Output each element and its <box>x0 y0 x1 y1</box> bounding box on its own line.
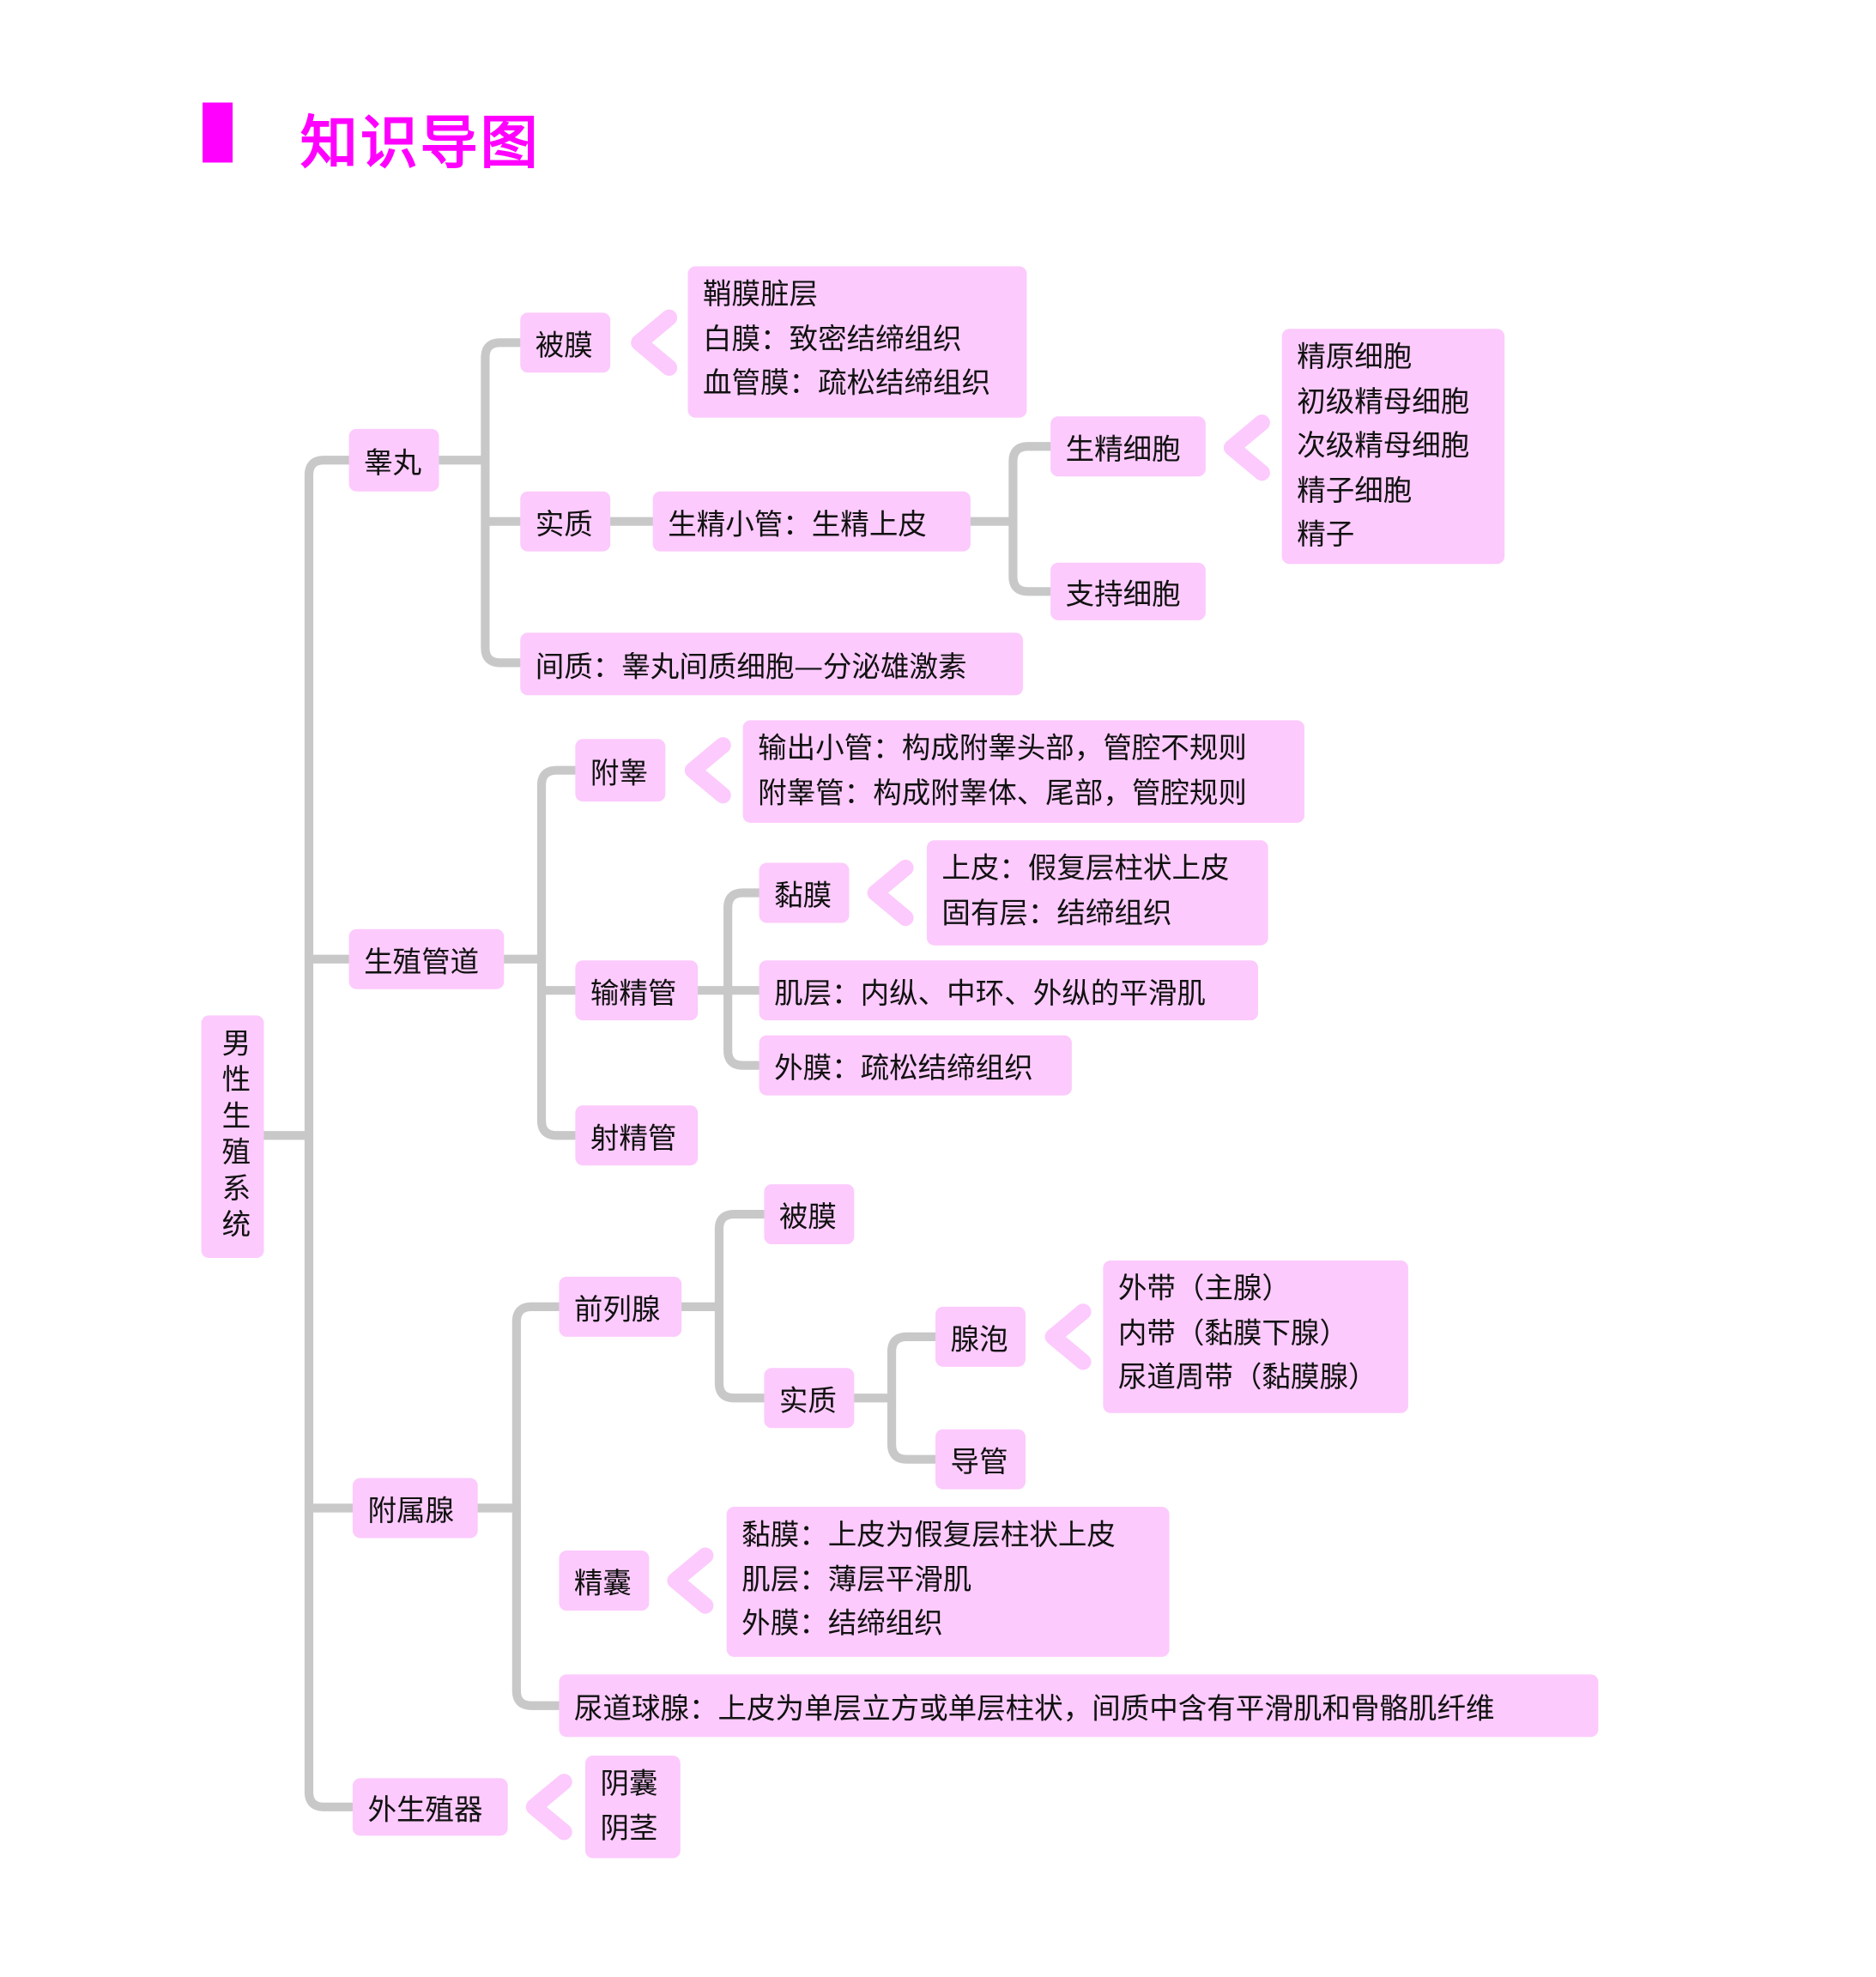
chevron-left-icon <box>525 1774 572 1841</box>
node-prostate: 前列腺 <box>559 1276 682 1337</box>
detail-line: 附睾管：构成附睾体、尾部，管腔规则 <box>758 777 1247 810</box>
epididymis-details: 输出小管：构成附睾头部，管腔不规则 附睾管：构成附睾体、尾部，管腔规则 <box>742 720 1304 823</box>
detail-line: 阴茎 <box>600 1812 658 1846</box>
node-vas-muscle: 肌层：内纵、中环、外纵的平滑肌 <box>759 960 1259 1021</box>
detail-line: 输出小管：构成附睾头部，管腔不规则 <box>758 732 1247 765</box>
node-external: 外生殖器 <box>352 1778 508 1836</box>
node-prostate-parenchyma: 实质 <box>764 1368 855 1429</box>
detail-line: 白膜：致密结缔组织 <box>703 323 962 356</box>
node-spermatogenic: 生精细胞 <box>1050 416 1206 477</box>
chevron-left-icon <box>684 737 731 804</box>
connector-line <box>723 888 764 1070</box>
chevron-left-icon <box>1223 414 1270 481</box>
node-prostate-capsule: 被膜 <box>764 1184 855 1245</box>
detail-line: 精子细胞 <box>1297 475 1413 507</box>
node-acini: 腺泡 <box>935 1306 1026 1367</box>
detail-line: 外膜：结缔组织 <box>741 1608 943 1641</box>
connector-line <box>511 1302 564 1710</box>
chevron-left-icon <box>867 859 914 927</box>
node-glands: 附属腺 <box>352 1478 478 1539</box>
node-root: 男性生殖系统 <box>201 1015 264 1259</box>
detail-line: 鞘膜脏层 <box>703 278 819 311</box>
node-seminal: 精囊 <box>559 1551 650 1611</box>
detail-line: 初级精母细胞 <box>1297 385 1470 419</box>
node-sertoli: 支持细胞 <box>1050 562 1206 620</box>
detail-line: 黏膜：上皮为假复层柱状上皮 <box>741 1519 1116 1552</box>
connector-line <box>481 338 525 668</box>
chevron-left-icon <box>631 309 678 376</box>
detail-line: 尿道周带（黏膜腺） <box>1117 1361 1377 1394</box>
chevron-left-icon <box>1044 1303 1092 1370</box>
connector-line <box>304 456 358 1811</box>
node-vas: 输精管 <box>575 960 699 1021</box>
detail-line: 精子 <box>1297 518 1355 552</box>
title-accent-bar <box>203 102 233 163</box>
node-vas-adventitia: 外膜：疏松结缔组织 <box>759 1035 1072 1096</box>
node-bulbourethral: 尿道球腺：上皮为单层立方或单层柱状，间质中含有平滑肌和骨骼肌纤维 <box>559 1674 1599 1738</box>
tunica-details: 鞘膜脏层 白膜：致密结缔组织 血管膜：疏松结缔组织 <box>687 266 1027 418</box>
node-ducts: 生殖管道 <box>348 928 505 989</box>
detail-line: 肌层：薄层平滑肌 <box>741 1563 972 1597</box>
node-interstitium: 间质：睾丸间质细胞—分泌雄激素 <box>520 632 1024 696</box>
node-testis: 睾丸 <box>348 428 439 492</box>
detail-line: 内带（黏膜下腺） <box>1117 1317 1348 1351</box>
seminal-details: 黏膜：上皮为假复层柱状上皮 肌层：薄层平滑肌 外膜：结缔组织 <box>726 1507 1170 1657</box>
connector-line <box>887 1332 941 1464</box>
detail-line: 次级精母细胞 <box>1297 430 1470 463</box>
detail-line: 血管膜：疏松结缔组织 <box>703 367 991 401</box>
detail-line: 外带（主腺） <box>1117 1273 1291 1306</box>
connector-line <box>1008 442 1056 596</box>
detail-line: 固有层：结缔组织 <box>941 897 1172 930</box>
connector-line <box>714 1209 769 1403</box>
node-ejaculatory: 射精管 <box>575 1105 699 1166</box>
vas-mucosa-details: 上皮：假复层柱状上皮 固有层：结缔组织 <box>926 840 1268 946</box>
detail-line: 阴囊 <box>600 1768 658 1801</box>
connector-line <box>536 765 580 1140</box>
external-details: 阴囊 阴茎 <box>585 1756 681 1859</box>
node-tubule: 生精小管：生精上皮 <box>652 491 971 552</box>
acini-details: 外带（主腺） 内带（黏膜下腺） 尿道周带（黏膜腺） <box>1103 1260 1408 1413</box>
node-epididymis: 附睾 <box>575 739 666 802</box>
node-testis-parenchyma: 实质 <box>520 491 611 552</box>
chevron-left-icon <box>667 1547 714 1614</box>
node-vas-mucosa: 黏膜 <box>759 862 850 923</box>
page-title: 知识导图 <box>300 108 541 177</box>
spermatogenic-details: 精原细胞 初级精母细胞 次级精母细胞 精子细胞 精子 <box>1281 329 1505 565</box>
detail-line: 精原细胞 <box>1297 341 1413 374</box>
node-tunica: 被膜 <box>520 312 611 373</box>
detail-line: 上皮：假复层柱状上皮 <box>941 852 1230 886</box>
node-prostate-ducts: 导管 <box>935 1429 1026 1490</box>
